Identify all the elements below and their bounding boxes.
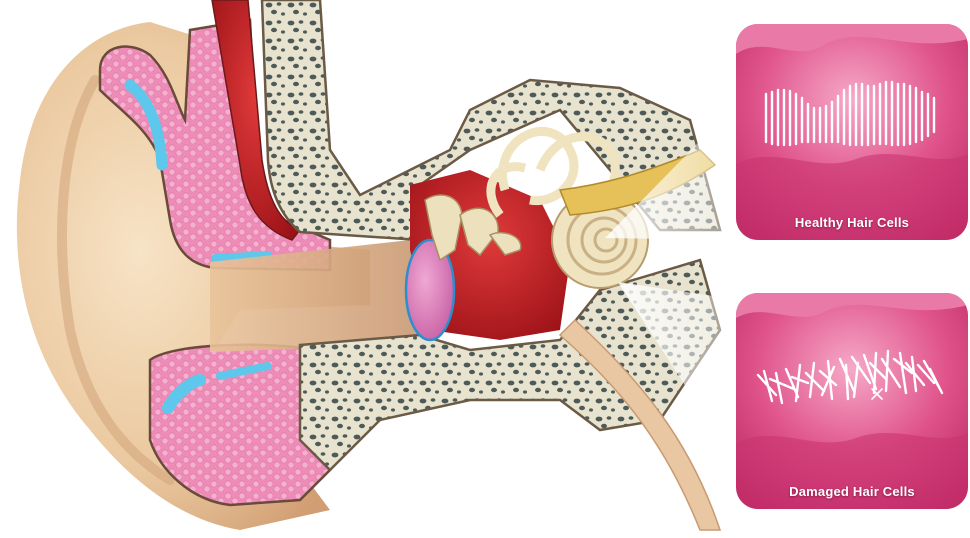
- healthy-hair-cells-label: Healthy Hair Cells: [736, 215, 968, 230]
- damaged-hair-cells-label: Damaged Hair Cells: [736, 484, 968, 499]
- damaged-hair-cells-panel: Damaged Hair Cells: [736, 293, 968, 509]
- healthy-hair-cells-panel: . Healthy Hair Cells: [736, 24, 968, 240]
